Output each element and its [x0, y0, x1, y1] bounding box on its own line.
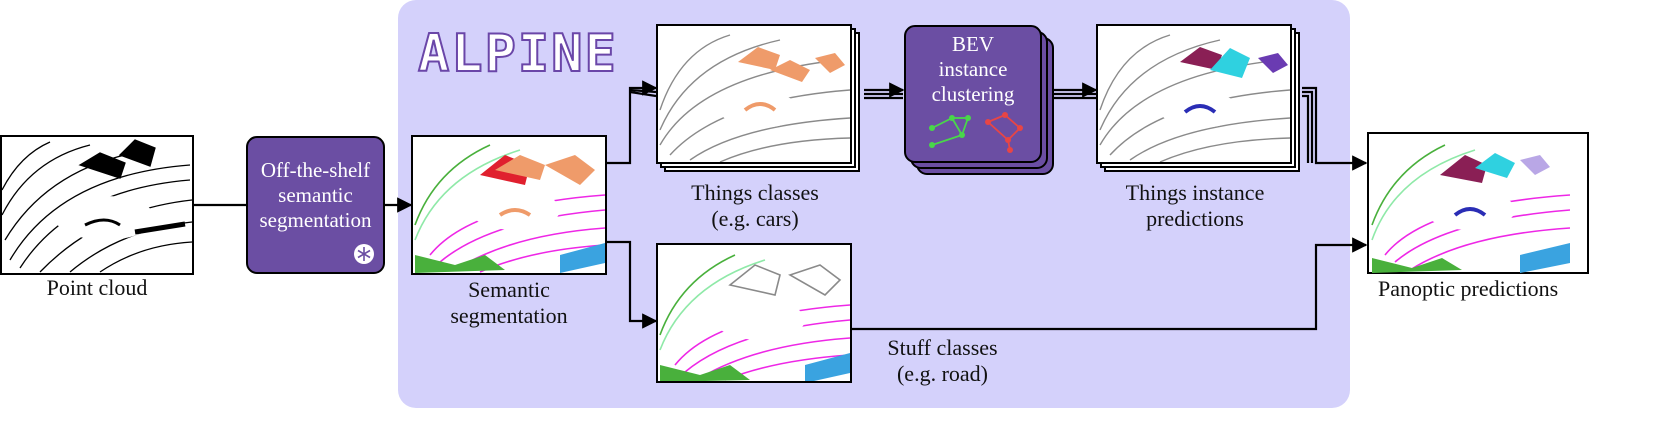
clustering-line-2: instance [938, 57, 1008, 81]
semantic-caption-line-1: Semantic [468, 277, 550, 302]
bev-clustering-box [904, 25, 1054, 175]
instance-predictions-stack [1096, 24, 1300, 172]
things-caption-line-2: (e.g. cars) [711, 206, 799, 231]
things-caption: Things classes (e.g. cars) [655, 180, 855, 232]
segmenter-line-1: Off-the-shelf [260, 158, 371, 182]
stuff-caption-line-2: (e.g. road) [896, 361, 988, 386]
instances-caption: Things instance predictions [1095, 180, 1295, 232]
input-point-cloud-image [0, 135, 194, 275]
arrow-semantic-to-things [605, 80, 658, 165]
framework-title: ALPINE [417, 24, 618, 84]
semantic-segmentation-image [411, 135, 607, 275]
instances-caption-line-2: predictions [1146, 206, 1244, 231]
segmenter-label: Off-the-shelf semantic segmentation [247, 158, 384, 233]
panoptic-predictions-image [1367, 132, 1589, 274]
things-classes-stack [656, 24, 860, 172]
segmenter-line-3: segmentation [259, 208, 372, 232]
arrow-semantic-to-stuff [605, 240, 658, 329]
semantic-caption-line-2: segmentation [450, 303, 568, 328]
things-caption-line-1: Things classes [691, 180, 819, 205]
output-caption: Panoptic predictions [1378, 276, 1559, 301]
connectors [192, 80, 1368, 331]
clustering-label: BEV instance clustering [905, 32, 1041, 107]
arrow-stuff-to-output [850, 237, 1368, 331]
stuff-caption-line-1: Stuff classes [887, 335, 998, 360]
clustering-graph-icon [929, 112, 1023, 153]
instances-caption-line-1: Things instance [1125, 180, 1265, 205]
input-caption: Point cloud [46, 275, 148, 300]
clustering-line-3: clustering [931, 82, 1015, 106]
arrow-instances-to-output [1302, 86, 1368, 171]
segmenter-line-2: semantic [278, 183, 353, 207]
segmenter-box [246, 136, 385, 274]
stuff-caption: Stuff classes (e.g. road) [855, 335, 1030, 387]
clustering-line-1: BEV [952, 32, 994, 56]
semantic-caption: Semantic segmentation [410, 277, 608, 329]
stuff-classes-image [656, 243, 852, 383]
